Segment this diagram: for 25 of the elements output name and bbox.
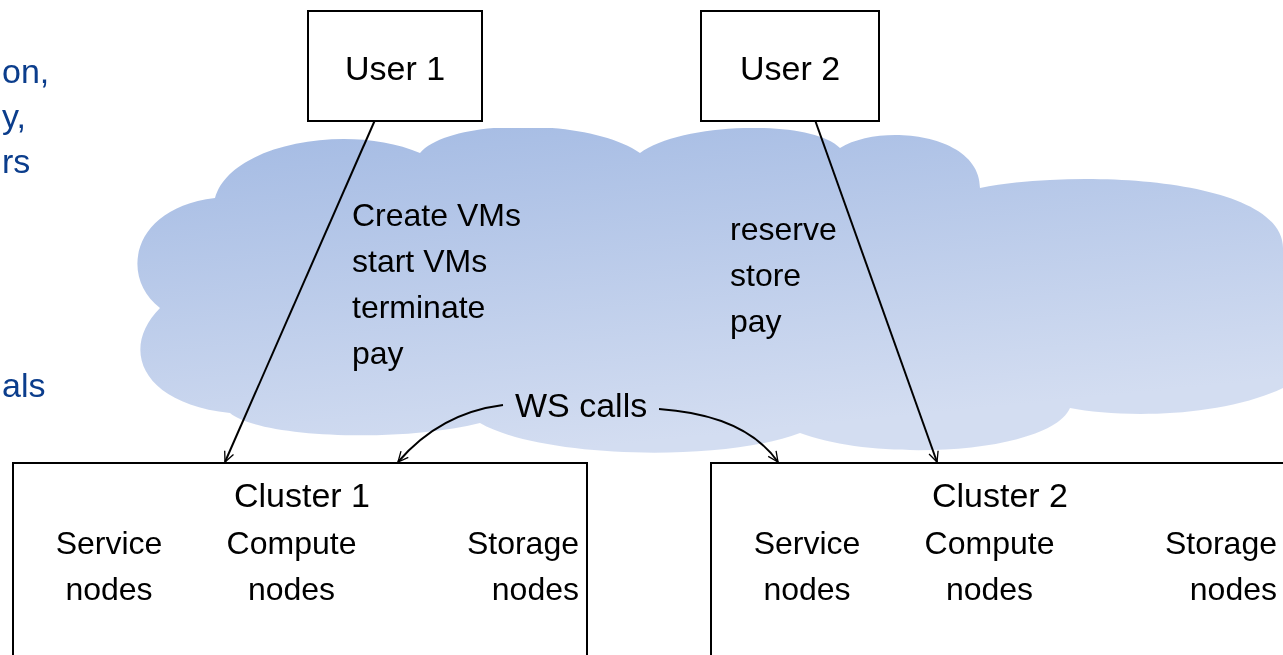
edge-label: Create VMs start VMs terminate pay: [352, 196, 522, 373]
user-label: User 1: [343, 48, 447, 89]
cluster-title: Cluster 1: [232, 475, 372, 516]
user-box: [307, 10, 483, 122]
arrow: [224, 119, 376, 463]
text-fragment: als: [2, 365, 46, 406]
user-box: [700, 10, 880, 122]
node-type-label: Compute nodes: [923, 524, 1056, 609]
arrow: [658, 408, 779, 463]
cluster-box: [12, 462, 588, 655]
node-type-label: Service nodes: [752, 524, 862, 609]
node-type-label: Service nodes: [54, 524, 164, 609]
cluster-title: Cluster 2: [930, 475, 1070, 516]
node-type-label: Storage nodes: [1163, 524, 1277, 609]
edge-label: reserve store pay: [730, 210, 838, 341]
call-label: WS calls: [515, 382, 648, 428]
text-fragment: y,: [2, 96, 26, 137]
node-type-label: Storage nodes: [465, 524, 579, 609]
arrow: [814, 119, 939, 463]
text-fragment: on,: [2, 51, 50, 92]
text-fragment: rs: [2, 141, 31, 182]
arrow: [397, 404, 504, 463]
node-type-label: Compute nodes: [225, 524, 358, 609]
user-label: User 2: [738, 48, 842, 89]
cluster-box: [710, 462, 1283, 655]
